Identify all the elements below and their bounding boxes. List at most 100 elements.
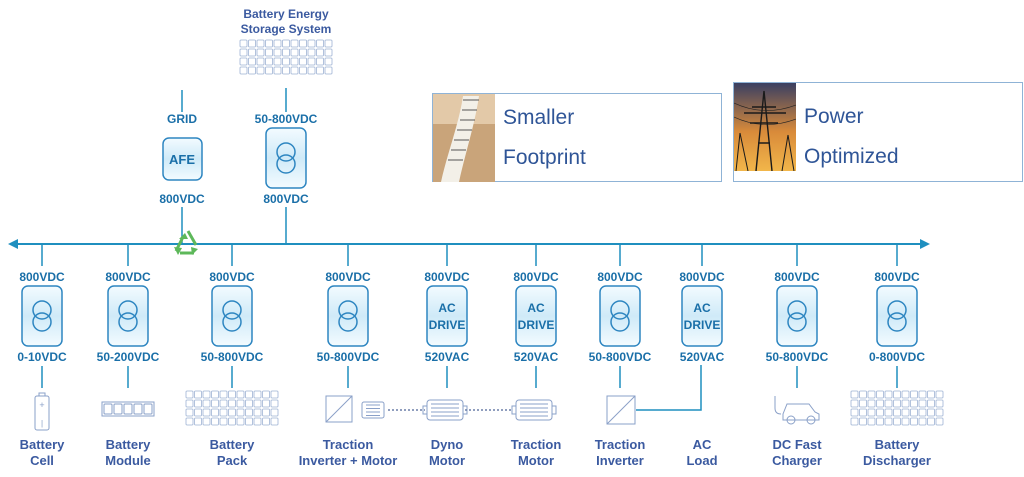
battery-cell: [265, 57, 273, 66]
bess-rack-grid: [239, 39, 333, 75]
unit-label-line1: Traction: [595, 437, 646, 452]
drive-label-line1: AC: [693, 301, 711, 315]
unit-label-line1: Battery: [875, 437, 921, 452]
battery-cell: [316, 39, 324, 48]
unit-label-line1: Battery: [106, 437, 152, 452]
unit-label-line1: Battery: [20, 437, 66, 452]
winding-top: [222, 300, 242, 320]
unit-voltage-out: 50-800VDC: [317, 350, 380, 364]
battery-cell: [270, 408, 279, 417]
bess-voltage-in: 50-800VDC: [255, 112, 318, 126]
unit-label-line2: Charger: [772, 453, 822, 468]
unit-label-line2: Cell: [30, 453, 54, 468]
battery-cell: [859, 399, 867, 408]
battery-cell: [282, 39, 290, 48]
unit-voltage-in: 800VDC: [679, 270, 725, 284]
battery-cell: [236, 399, 245, 408]
battery-cell: [927, 408, 935, 417]
converter-box: [876, 285, 918, 347]
battery-cell: [299, 66, 307, 75]
drive-label-line1: AC: [527, 301, 545, 315]
afe-label: AFE: [169, 152, 195, 167]
unit-voltage-out: 50-800VDC: [766, 350, 829, 364]
winding-bottom: [276, 154, 296, 174]
battery-cell: [248, 66, 256, 75]
unit-voltage-in: 800VDC: [105, 270, 151, 284]
battery-cell: [901, 399, 910, 408]
minus-sign: |: [41, 419, 43, 428]
battery-cell: [194, 390, 202, 399]
battery-cell: [202, 417, 211, 426]
battery-cell: [270, 390, 279, 399]
callout-smaller-footprint: Smaller Footprint: [432, 93, 722, 182]
converter-box: [211, 285, 253, 347]
battery-cell: [876, 390, 884, 399]
unit-label-line1: Traction: [511, 437, 562, 452]
battery-cell: [935, 399, 944, 408]
converter-box: [515, 285, 557, 347]
battery-cell: [245, 399, 253, 408]
motor-icon: [422, 399, 468, 421]
ac-drive-box: AC DRIVE: [681, 285, 723, 347]
battery-cell-icon: +|: [34, 392, 50, 431]
battery-cell: [239, 57, 248, 66]
winding-top: [338, 300, 358, 320]
power-tower-photo: [734, 83, 796, 171]
battery-cell: [219, 417, 228, 426]
battery-cell: [253, 408, 262, 417]
battery-cell: [245, 390, 253, 399]
unit-voltage-out: 50-200VDC: [97, 350, 160, 364]
battery-cell: [194, 399, 202, 408]
battery-cell: [859, 408, 867, 417]
battery-cell: [850, 417, 859, 426]
battery-cell: [202, 390, 211, 399]
inverter-icon: [606, 395, 636, 425]
battery-cell: [867, 399, 876, 408]
drive-label-line2: DRIVE: [684, 318, 721, 332]
battery-cell: [299, 48, 307, 57]
winding-bottom: [222, 312, 242, 332]
battery-cell: [185, 408, 194, 417]
battery-cell: [918, 399, 927, 408]
battery-cell: [884, 399, 893, 408]
battery-pack-icon: [185, 390, 279, 426]
battery-cell: [202, 408, 211, 417]
battery-cell: [910, 408, 918, 417]
drive-label-line1: AC: [438, 301, 456, 315]
battery-cell: [282, 57, 290, 66]
bess-battery-rack-icon: [239, 39, 333, 75]
drive-label-line2: DRIVE: [429, 318, 466, 332]
bess-transformer-box: [265, 127, 307, 189]
battery-cell: [850, 390, 859, 399]
converter-units: 800VDC0-10VDCBatteryCell+|800VDC50-200VD…: [17, 244, 944, 468]
unit-label-line2: Inverter + Motor: [299, 453, 398, 468]
rack-cells: [850, 390, 944, 426]
battery-cell: [307, 57, 316, 66]
battery-cell: [228, 408, 236, 417]
battery-cell: [884, 408, 893, 417]
battery-cell: [239, 39, 248, 48]
battery-cell: [256, 57, 265, 66]
battery-cell: [245, 408, 253, 417]
battery-cell: [893, 390, 901, 399]
battery-module-icon: [101, 401, 155, 417]
unit-transformer: [327, 285, 369, 347]
converter-box: [265, 127, 307, 189]
converter-box: [21, 285, 63, 347]
battery-cell: [850, 399, 859, 408]
battery-cell: [256, 66, 265, 75]
unit-voltage-in: 800VDC: [19, 270, 65, 284]
unit-transformer: [21, 285, 63, 347]
battery-cell: [239, 48, 248, 57]
callout-1-line2: Footprint: [503, 146, 586, 169]
battery-cell: [935, 408, 944, 417]
unit-label-line1: DC Fast: [772, 437, 822, 452]
unit-label-line1: Dyno: [431, 437, 464, 452]
unit-transformer: [107, 285, 149, 347]
battery-cell: [867, 408, 876, 417]
